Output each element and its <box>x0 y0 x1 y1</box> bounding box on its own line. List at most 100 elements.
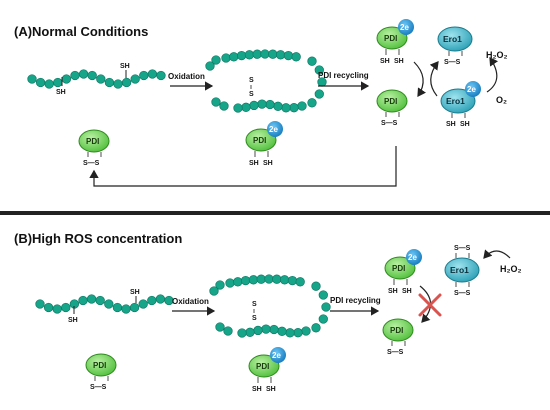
chain-bead <box>273 101 283 111</box>
chain-bead <box>147 295 157 306</box>
chain-bead <box>291 52 301 62</box>
chain-bead <box>61 302 71 313</box>
oxygen-reduction-arrow <box>486 57 499 93</box>
thiol-label-a3: SH <box>380 58 390 65</box>
chain-bead <box>104 77 115 88</box>
pdi-label-b2: PDI <box>390 326 403 335</box>
chain-bead <box>287 275 298 286</box>
pdi-oxidized-left-a <box>78 129 110 153</box>
chain-bead <box>215 280 225 290</box>
chain-bead <box>53 77 63 88</box>
chain-bead <box>138 299 148 309</box>
electron-transfer-arrow-a <box>413 61 426 97</box>
chain-bead <box>289 103 299 113</box>
chain-bead <box>261 324 271 334</box>
chain-bead <box>233 277 243 287</box>
chain-bead <box>265 99 275 110</box>
chain-bead <box>96 74 106 84</box>
electron-label-a3: 2e <box>269 125 278 134</box>
oxidation-label-a: Oxidation <box>168 72 205 81</box>
chain-bead <box>229 52 239 62</box>
disulfide-s-b1: S <box>252 301 257 308</box>
disulfide-label-b1: S—S <box>387 349 404 356</box>
chain-bead <box>314 89 324 99</box>
chain-bead <box>279 275 290 285</box>
chain-bead <box>253 325 263 336</box>
disulfide-s-b2: S <box>252 315 257 322</box>
chain-bead <box>211 97 221 107</box>
electron-pair-a2 <box>465 81 481 97</box>
chain-bead <box>130 74 140 84</box>
chain-bead <box>244 50 255 60</box>
pdi-oxidized-b <box>382 318 414 342</box>
pdi-oxidized-a <box>376 89 408 113</box>
chain-bead <box>285 328 295 338</box>
chain-bead <box>147 69 158 79</box>
chain-bead <box>241 102 251 112</box>
chain-bead <box>314 65 324 75</box>
chain-bead <box>307 56 317 66</box>
electron-pair-b2 <box>270 347 286 363</box>
chain-bead <box>311 323 321 333</box>
disulfide-label-a3: S—S <box>83 160 100 167</box>
unfolded-protein-chain-a <box>27 69 166 89</box>
folded-protein-chain-b <box>209 274 331 338</box>
chain-bead <box>139 70 149 81</box>
chain-bead <box>61 74 72 84</box>
pdi-label-b4: PDI <box>256 362 269 371</box>
chain-bead <box>86 294 97 304</box>
electron-label-a1: 2e <box>400 23 409 32</box>
chain-bead <box>252 49 262 59</box>
chain-bead <box>268 49 278 59</box>
chain-bead <box>121 77 132 88</box>
chain-bead <box>295 277 305 287</box>
pdi-label-a4: PDI <box>253 136 266 145</box>
pdi-label-a1: PDI <box>384 34 397 43</box>
chain-bead <box>112 302 123 313</box>
thiol-label-b4: SH <box>402 288 412 295</box>
thiol-label-a4: SH <box>394 58 404 65</box>
thiol-label-b5: SH <box>252 386 262 393</box>
chain-bead <box>205 61 215 71</box>
disulfide-s-a1: S <box>249 77 254 84</box>
pdi-oxidized-left-b <box>85 353 117 377</box>
pdi-label-a3: PDI <box>86 137 99 146</box>
disulfide-label-a1: S—S <box>381 120 398 127</box>
electron-label-a2: 2e <box>467 85 476 94</box>
thiol-label-a5: SH <box>446 121 456 128</box>
chain-bead <box>318 314 328 324</box>
panel-a-title: (A)Normal Conditions <box>14 24 148 39</box>
chain-bead <box>70 70 80 81</box>
chain-bead <box>233 103 243 113</box>
electron-pair-b1 <box>406 249 422 265</box>
chain-bead <box>236 50 247 61</box>
panel-divider <box>0 211 550 215</box>
chain-bead <box>87 70 97 81</box>
chain-bead <box>52 304 62 314</box>
chain-bead <box>257 99 267 109</box>
disulfide-s-a2: S <box>249 91 254 98</box>
chain-bead <box>223 326 233 336</box>
ero1-label-b: Ero1 <box>450 265 469 275</box>
chain-bead <box>209 286 219 296</box>
chain-bead <box>35 299 45 309</box>
h2o2-label-b: H₂O₂ <box>500 264 522 274</box>
chain-bead <box>283 50 294 61</box>
chain-bead <box>237 328 247 338</box>
pdi-reduced-b <box>384 256 416 280</box>
chain-bead <box>293 328 303 338</box>
chain-bead <box>221 53 231 63</box>
panel-b-title: (B)High ROS concentration <box>14 231 182 246</box>
ero1-reduced-a <box>440 88 476 114</box>
chain-bead <box>78 295 88 306</box>
blocked-cross-icon <box>418 293 442 317</box>
chain-bead <box>104 299 114 309</box>
chain-bead <box>256 274 266 284</box>
chain-bead <box>35 77 46 88</box>
pdi-label-b1: PDI <box>392 264 405 273</box>
pdi-recycling-label-b: PDI recycling <box>330 296 381 305</box>
ero1-label-a2: Ero1 <box>446 96 465 106</box>
pdi-reduced-center-b <box>248 354 280 378</box>
chain-bead <box>225 278 235 288</box>
oxidation-label-b: Oxidation <box>172 297 209 306</box>
